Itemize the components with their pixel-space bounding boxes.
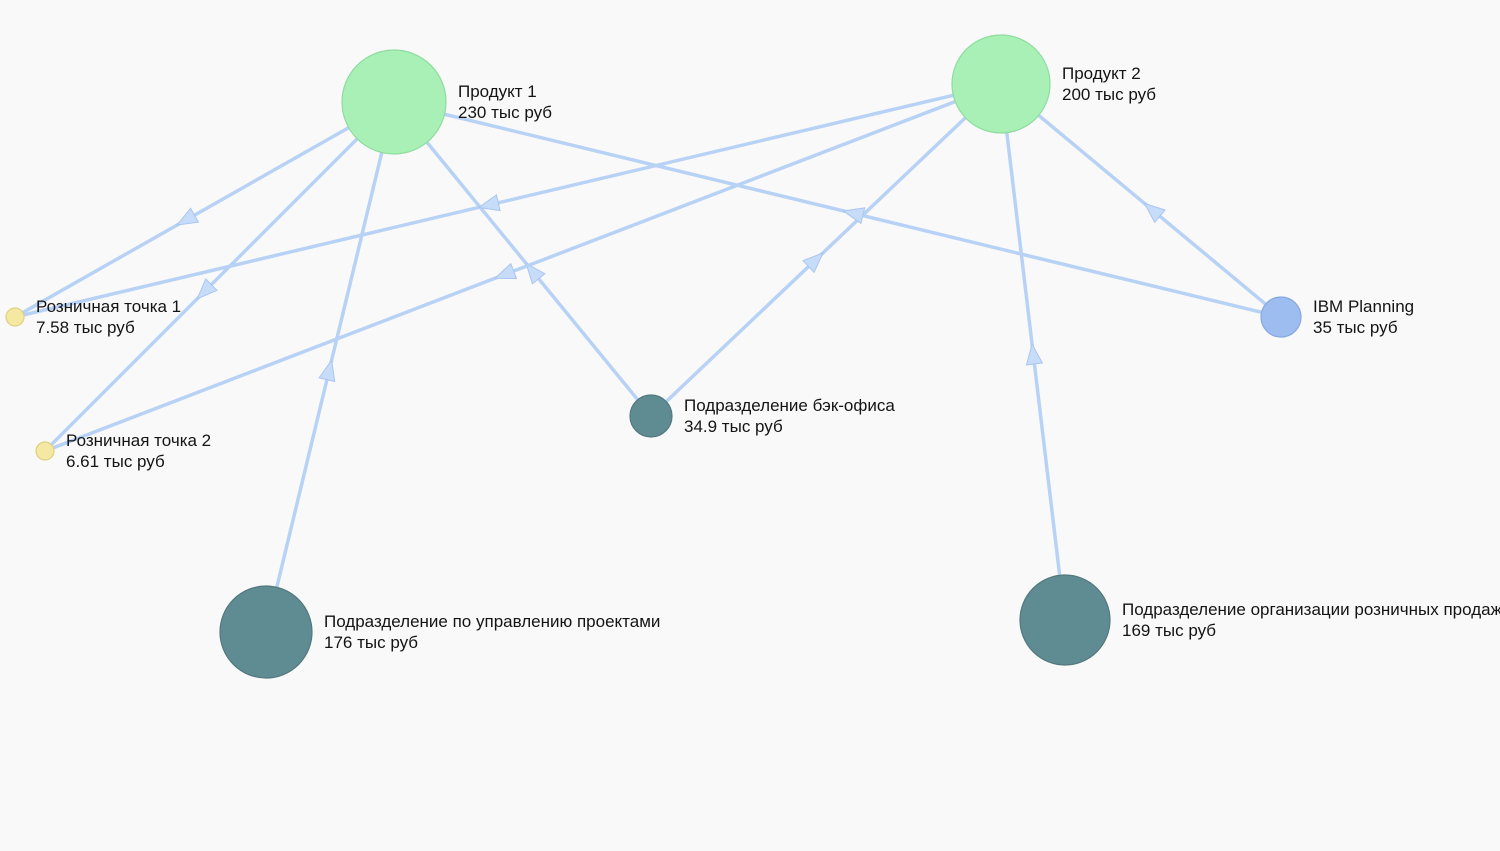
- arrow-icon: [525, 262, 546, 285]
- node-circle[interactable]: [1260, 296, 1302, 338]
- node-name-label: IBM Planning: [1313, 297, 1414, 316]
- node-circle[interactable]: [219, 585, 313, 679]
- node-name-label: Продукт 1: [458, 82, 537, 101]
- node-name-label: Подразделение бэк-офиса: [684, 396, 895, 415]
- node-circle[interactable]: [341, 49, 447, 155]
- node-retail2[interactable]: Розничная точка 2 6.61 тыс руб: [35, 431, 211, 471]
- edge-backoffice-to-product1: [425, 141, 640, 401]
- node-circle[interactable]: [629, 394, 673, 438]
- node-name-label: Розничная точка 2: [66, 431, 211, 450]
- edge-ibm-to-product1: [444, 112, 1262, 314]
- edge-product2-to-retail2: [52, 99, 956, 450]
- node-circle[interactable]: [35, 441, 55, 461]
- edge-retailorg-to-product2: [1005, 132, 1062, 576]
- edge-ibm-to-product2: [1037, 113, 1267, 306]
- node-name-label: Подразделение по управлению проектами: [324, 612, 660, 631]
- arrow-icon: [196, 278, 218, 300]
- node-pm[interactable]: Подразделение по управлению проектами 176…: [219, 585, 660, 679]
- node-retail1[interactable]: Розничная точка 1 7.58 тыс руб: [5, 297, 181, 337]
- arrow-icon: [1143, 202, 1166, 224]
- arrow-icon: [802, 251, 825, 274]
- arrow-icon: [477, 194, 501, 212]
- edge-product2-to-retail1: [23, 93, 954, 317]
- node-circle[interactable]: [951, 34, 1051, 134]
- node-value-label: 169 тыс руб: [1122, 621, 1216, 640]
- edge-pm-to-product1: [275, 152, 384, 588]
- arrow-icon: [318, 358, 336, 383]
- node-circle[interactable]: [1019, 574, 1111, 666]
- node-value-label: 200 тыс руб: [1062, 85, 1156, 104]
- node-backoffice[interactable]: Подразделение бэк-офиса 34.9 тыс руб: [629, 394, 895, 438]
- node-value-label: 34.9 тыс руб: [684, 417, 783, 436]
- edge-product1-to-retail1: [21, 126, 350, 315]
- arrow-icon: [175, 207, 200, 226]
- node-value-label: 35 тыс руб: [1313, 318, 1398, 337]
- node-circle[interactable]: [5, 307, 25, 327]
- node-value-label: 6.61 тыс руб: [66, 452, 165, 471]
- node-value-label: 176 тыс руб: [324, 633, 418, 652]
- edges-layer: [21, 93, 1267, 588]
- node-name-label: Подразделение организации розничных прод…: [1122, 600, 1500, 619]
- edge-product1-to-retail2: [50, 137, 359, 446]
- edge-backoffice-to-product2: [665, 116, 967, 403]
- arrow-icon: [1025, 342, 1044, 366]
- node-ibm[interactable]: IBM Planning 35 тыс руб: [1260, 296, 1414, 338]
- node-product2[interactable]: Продукт 2 200 тыс руб: [951, 34, 1156, 134]
- node-product1[interactable]: Продукт 1 230 тыс руб: [341, 49, 552, 155]
- node-value-label: 7.58 тыс руб: [36, 318, 135, 337]
- arrow-icon: [493, 262, 518, 280]
- node-name-label: Розничная точка 1: [36, 297, 181, 316]
- node-value-label: 230 тыс руб: [458, 103, 552, 122]
- arrow-icon: [842, 207, 866, 225]
- nodes-layer: Продукт 1 230 тыс руб Продукт 2 200 тыс руб…: [5, 34, 1500, 679]
- node-retailorg[interactable]: Подразделение организации розничных прод…: [1019, 574, 1500, 666]
- node-name-label: Продукт 2: [1062, 64, 1141, 83]
